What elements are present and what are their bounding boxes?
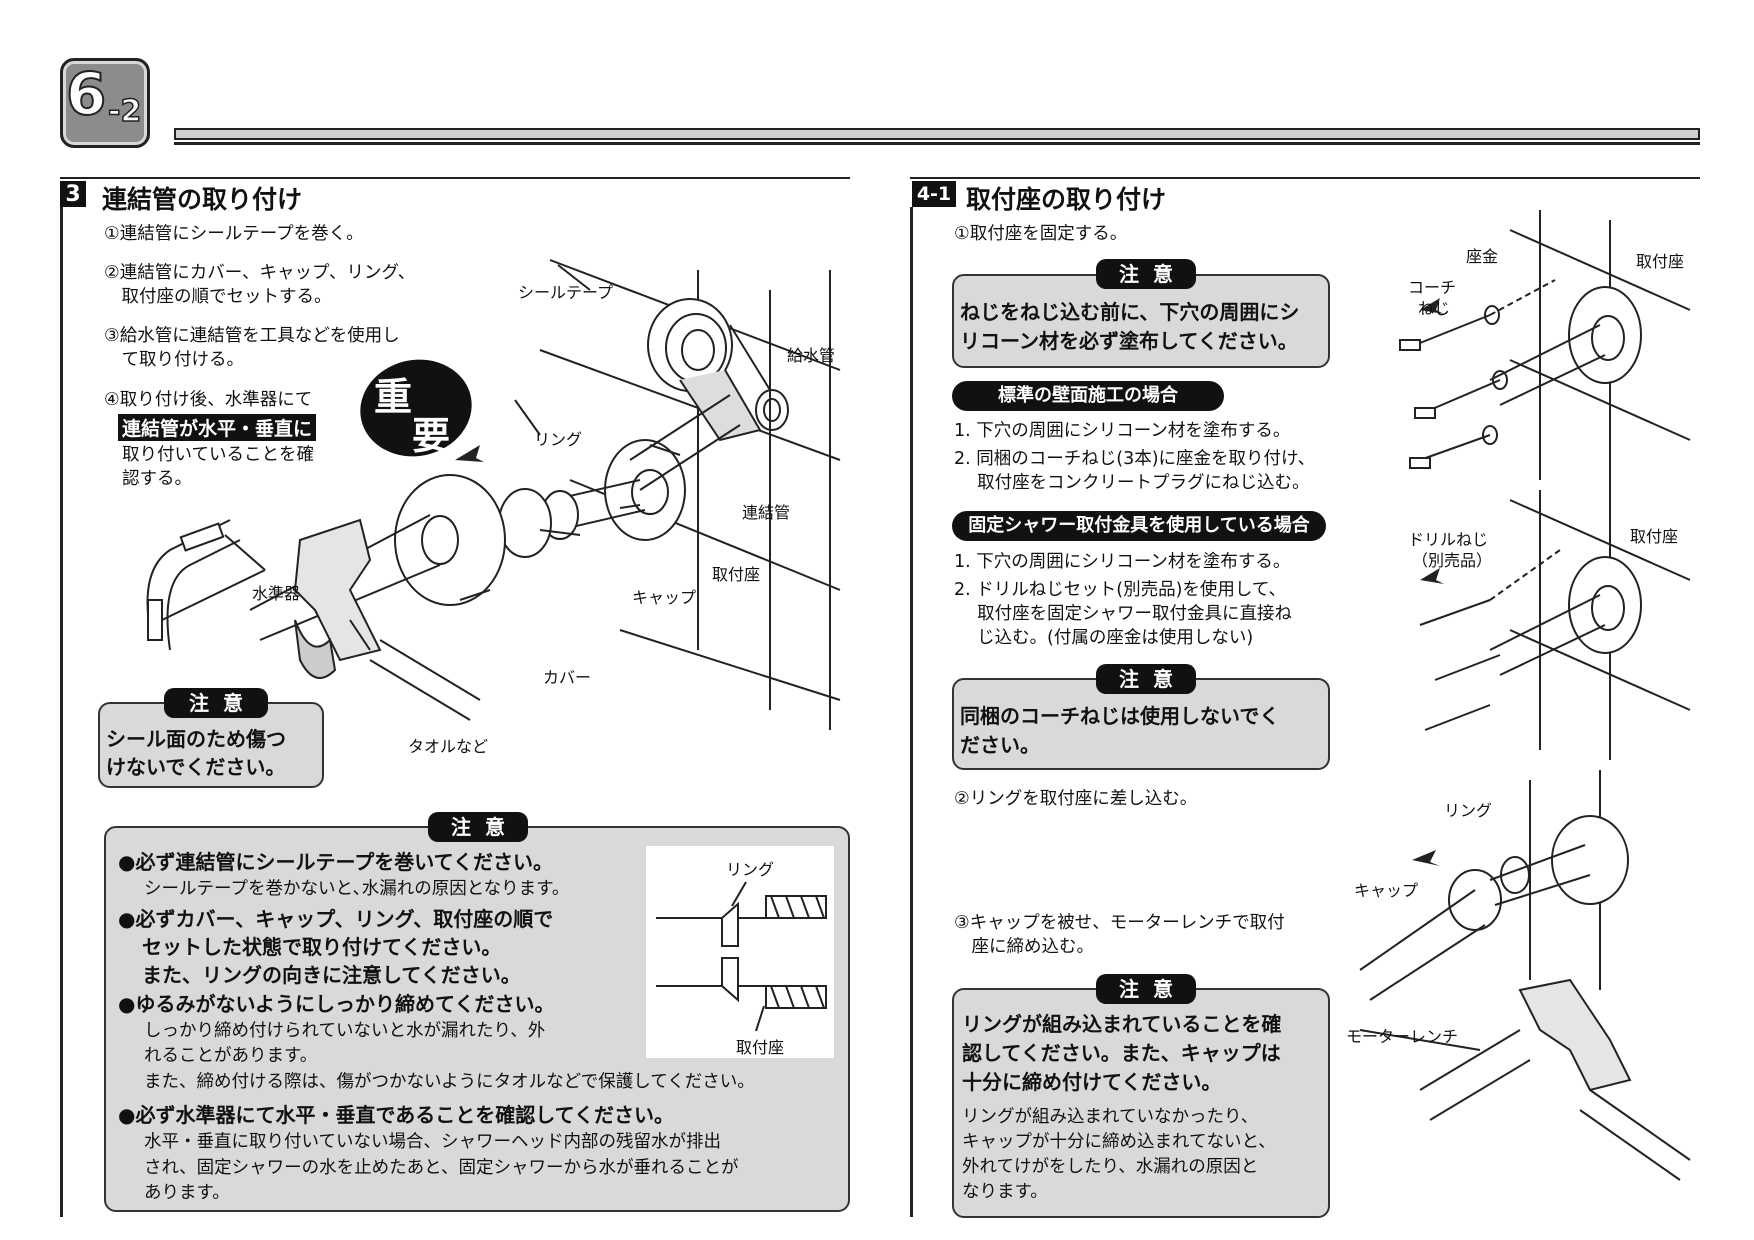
section3-step3-line1: ③給水管に連結管を工具などを使用し <box>104 326 400 346</box>
label-motor-wrench: モーターレンチ <box>1346 1027 1459 1046</box>
section3-step4-line3: 取り付いていることを確 <box>122 445 314 465</box>
caution-ring-text3: 外れてけがをしたり、水漏れの原因と <box>962 1157 1259 1177</box>
caution-tag-main: 注意 <box>428 812 528 842</box>
section41-rule <box>910 177 1700 179</box>
header-rule-shadow <box>174 142 1700 145</box>
caution-ring-text2: キャップが十分に締め込まれてないと、 <box>962 1132 1276 1152</box>
caution-item3-text1: しっかり締め付けられていないと水が漏れたり、外 <box>144 1021 546 1041</box>
label-supply-pipe: 給水管 <box>787 346 836 365</box>
page-number: 6 <box>65 59 107 129</box>
caution-item2-bold: ●必ずカバー、キャップ、リング、取付座の順で <box>118 907 554 931</box>
caution-item1-bold: ●必ず連結管にシールテープを巻いてください。 <box>118 850 554 874</box>
fix-step2-line1: 2. ドリルねじセット(別売品)を使用して、 <box>954 580 1287 600</box>
caution-box-coach-screw <box>952 678 1330 770</box>
important-seal-char1: 重 <box>374 375 413 419</box>
caution-item4-text2: され、固定シャワーの水を止めたあと、固定シャワーから水が垂れることが <box>144 1158 739 1178</box>
label-drill-screw-2: （別売品） <box>1412 551 1493 570</box>
caution-silicone-line1: ねじをねじ込む前に、下穴の周囲にシ <box>960 300 1300 324</box>
label-seat-fig2: 取付座 <box>1630 527 1679 546</box>
section41-step3-line1: ③キャップを被せ、モーターレンチで取付 <box>954 913 1285 933</box>
level-illustration <box>146 519 266 651</box>
caution-box-ring-cap <box>952 988 1330 1218</box>
page-badge <box>60 58 150 148</box>
section3-step3-line2: て取り付ける。 <box>104 350 244 370</box>
label-level: 水準器 <box>252 584 301 603</box>
section3-step1: ①連結管にシールテープを巻く。 <box>104 224 364 244</box>
caution-text-line1: シール面のため傷つ <box>106 727 286 751</box>
pipe-assembly-illustration <box>249 259 841 730</box>
caution-text-line2: けないでください。 <box>106 755 286 779</box>
page-subnumber: -2 <box>107 93 142 130</box>
caution-ring-bold1: リングが組み込まれていることを確 <box>962 1012 1282 1036</box>
label-cap-fig3: キャップ <box>1354 881 1419 900</box>
label-drill-screw-1: ドリルねじ <box>1408 530 1489 549</box>
caution-ring-text1: リングが組み込まれていなかったり、 <box>962 1107 1259 1127</box>
label-cap: キャップ <box>632 588 697 607</box>
section41-left-border <box>910 207 913 1217</box>
caution-box-silicone <box>952 274 1330 368</box>
std-step1: 1. 下穴の周囲にシリコーン材を塗布する。 <box>954 421 1291 441</box>
section41-number: 4-1 <box>912 181 956 207</box>
caution-item3-text2: れることがあります。 <box>144 1046 318 1066</box>
caution-item1-text: シールテープを巻かないと､水漏れの原因となります。 <box>144 879 570 899</box>
caution-item4-text1: 水平・垂直に取り付いていない場合、シャワーヘッド内部の残留水が排出 <box>144 1132 721 1152</box>
label-coach-screw-2: ねじ <box>1418 299 1451 318</box>
section41-step3-line2: 座に締め込む。 <box>954 937 1094 957</box>
header-rule <box>174 128 1700 140</box>
std-step2-line2: 取付座をコンクリートプラグにねじ込む。 <box>954 473 1310 493</box>
section41-step1: ①取付座を固定する。 <box>954 224 1128 244</box>
caution-item4-text3: あります。 <box>144 1183 230 1203</box>
caution-tag-silicone: 注意 <box>1096 259 1196 289</box>
mount-seat-illustrations <box>1359 210 1691 1181</box>
section41-title: 取付座の取り付け <box>966 185 1167 214</box>
section3-step2-line2: 取付座の順でセットする。 <box>104 287 332 307</box>
inset-label-seat: 取付座 <box>736 1038 785 1057</box>
caution-item2-bold2: セットした状態で取り付けてください。 <box>142 935 502 959</box>
section3-title: 連結管の取り付け <box>102 185 303 214</box>
fix-step2-line2: 取付座を固定シャワー取付金具に直接ね <box>954 604 1293 624</box>
caution-item3-text3: また、締め付ける際は、傷がつかないようにタオルなどで保護してください。 <box>144 1072 755 1092</box>
caution-tag-ring-cap: 注意 <box>1096 974 1196 1004</box>
caution-silicone-line2: リコーン材を必ず塗布してください。 <box>960 329 1298 353</box>
caution-item2-bold3: また、リングの向きに注意してください。 <box>142 963 521 987</box>
caution-ring-bold3: 十分に締め付けてください。 <box>962 1070 1222 1094</box>
section3-step4-line4: 認する。 <box>122 469 192 489</box>
pill-fixed-shower-bracket: 固定シャワー取付金具を使用している場合 <box>952 511 1326 541</box>
section3-step4-line1: ④取り付け後、水準器にて <box>104 390 313 410</box>
label-seal-tape: シールテープ <box>518 283 614 302</box>
caution-coach-line1: 同梱のコーチねじは使用しないでく <box>960 704 1280 728</box>
label-ring: リング <box>534 430 583 449</box>
label-seat-fig1: 取付座 <box>1636 252 1685 271</box>
label-mount-seat: 取付座 <box>712 565 761 584</box>
label-connecting-pipe: 連結管 <box>742 503 791 522</box>
section3-number: 3 <box>60 181 86 207</box>
section3-step2-line1: ②連結管にカバー、キャップ、リング、 <box>104 263 416 283</box>
caution-tag-coach-screw: 注意 <box>1096 664 1196 694</box>
section3-rule <box>60 177 850 179</box>
inset-label-ring: リング <box>726 860 775 879</box>
pill-standard-wall: 標準の壁面施工の場合 <box>952 381 1224 411</box>
label-coach-screw-1: コーチ <box>1408 278 1457 297</box>
label-ring-fig3: リング <box>1444 801 1493 820</box>
caution-ring-bold2: 認してください。また、キャップは <box>962 1041 1281 1065</box>
label-cover: カバー <box>543 668 592 687</box>
important-seal-char2: 要 <box>412 414 451 458</box>
caution-item4-bold: ●必ず水準器にて水平・垂直であることを確認してください。 <box>118 1103 675 1127</box>
ring-orientation-inset <box>646 846 834 1058</box>
fix-step2-line3: じ込む。(付属の座金は使用しない) <box>954 628 1254 648</box>
fix-step1: 1. 下穴の周囲にシリコーン材を塗布する。 <box>954 552 1291 572</box>
section41-step2: ②リングを取付座に差し込む。 <box>954 789 1198 809</box>
caution-tag: 注意 <box>164 688 268 718</box>
caution-item3-bold: ●ゆるみがないようにしっかり締めてください。 <box>118 992 555 1016</box>
section3-step4-highlight: 連結管が水平・垂直に <box>118 414 317 441</box>
caution-coach-line2: ださい。 <box>960 733 1040 757</box>
caution-ring-text4: なります。 <box>962 1182 1048 1202</box>
label-washer: 座金 <box>1466 247 1499 266</box>
label-towel: タオルなど <box>408 737 489 756</box>
std-step2-line1: 2. 同梱のコーチねじ(3本)に座金を取り付け、 <box>954 449 1316 469</box>
section3-left-border <box>60 207 63 1217</box>
